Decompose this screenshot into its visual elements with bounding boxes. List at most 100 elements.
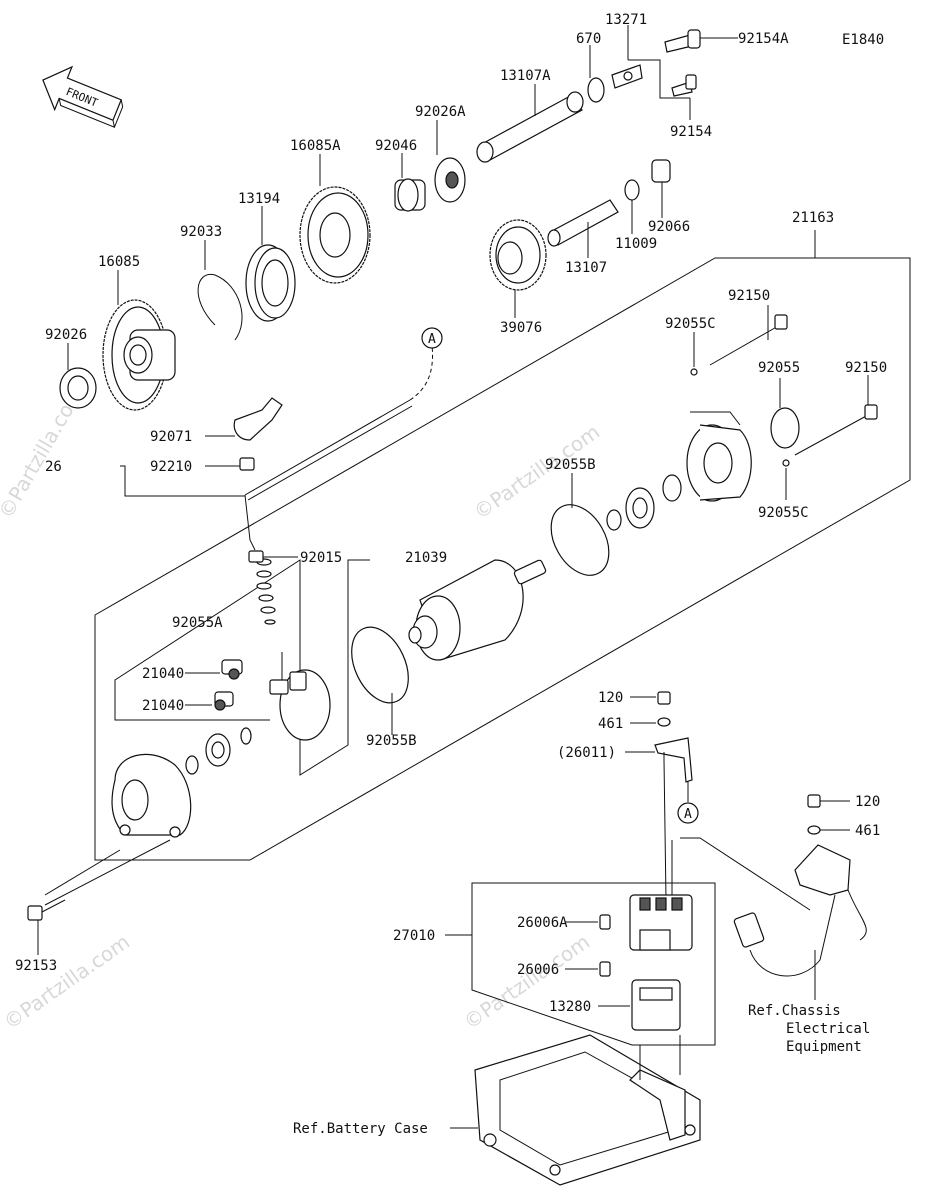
part-92153-bolt	[27, 839, 171, 955]
part-92154A-bolt	[664, 29, 738, 53]
part-16085A-gear	[299, 154, 371, 284]
label-21040-a: 21040	[142, 666, 184, 682]
label-13107: 13107	[565, 260, 607, 276]
label-92153: 92153	[15, 958, 57, 974]
assembly-bracket-26	[120, 465, 245, 497]
part-starter-relay	[629, 894, 693, 951]
part-chassis-connector	[733, 844, 867, 977]
label-92055: 92055	[758, 360, 800, 376]
label-16085A: 16085A	[290, 138, 341, 154]
part-battery-case	[450, 1034, 701, 1186]
part-26006-fuse	[565, 961, 611, 977]
label-39076: 39076	[500, 320, 542, 336]
label-92154: 92154	[670, 124, 712, 140]
label-26-partial: 26	[45, 459, 62, 475]
label-92026A: 92026A	[415, 104, 466, 120]
part-washer-stack	[256, 558, 276, 625]
callout-a-bottom: A	[677, 782, 699, 824]
label-92055B-a: 92055B	[545, 457, 596, 473]
part-120-bolt-b	[807, 794, 850, 808]
part-rear-cover	[111, 753, 192, 838]
label-92150-b: 92150	[845, 360, 887, 376]
label-92015: 92015	[300, 550, 342, 566]
label-461-b: 461	[855, 823, 880, 839]
part-13194-clutch	[245, 206, 296, 322]
part-461-washer-a	[630, 717, 671, 727]
label-92150-a: 92150	[728, 288, 770, 304]
part-front-cover	[686, 411, 752, 502]
label-27010: 27010	[393, 928, 435, 944]
ref-chassis-line1: Ref.Chassis	[748, 1003, 841, 1019]
label-13271: 13271	[605, 12, 647, 28]
assembly-outline-27010	[445, 837, 811, 1046]
label-26006A: 26006A	[517, 915, 568, 931]
part-92150-bolt-2	[794, 375, 878, 456]
label-11009: 11009	[615, 236, 657, 252]
label-13194: 13194	[238, 191, 280, 207]
label-92154A: 92154A	[738, 31, 789, 47]
part-670-oring	[587, 45, 605, 103]
label-92055C-a: 92055C	[665, 316, 716, 332]
label-13280: 13280	[549, 999, 591, 1015]
ref-chassis-line2: Electrical	[786, 1021, 870, 1037]
part-21040-brush-1	[185, 659, 243, 680]
part-13280-holder	[598, 979, 681, 1031]
label-21163: 21163	[792, 210, 834, 226]
label-92055A: 92055A	[172, 615, 223, 631]
part-92033-circlip	[197, 240, 243, 341]
label-26006: 26006	[517, 962, 559, 978]
part-lead-cable	[244, 344, 434, 551]
part-labels: 92154A 13271 670 13107A 92154 92026A 920…	[15, 12, 887, 1015]
label-120-a: 120	[598, 690, 623, 706]
part-92026A-retainer	[434, 120, 466, 203]
part-13107A-shaft	[476, 84, 584, 163]
callout-a-top-label: A	[428, 332, 436, 347]
label-120-b: 120	[855, 794, 880, 810]
part-armature	[408, 559, 547, 661]
part-16085-gear	[102, 270, 176, 411]
part-461-washer-b	[807, 825, 850, 835]
part-cover-bearings	[606, 474, 682, 531]
label-13107A: 13107A	[500, 68, 551, 84]
part-13107-shaft	[547, 199, 619, 258]
part-21040-brush-2	[185, 691, 234, 711]
ref-chassis-line3: Equipment	[786, 1039, 862, 1055]
label-670: 670	[576, 31, 601, 47]
part-rear-washers	[185, 727, 252, 775]
part-92071-cap	[205, 397, 283, 441]
label-26011: (26011)	[557, 745, 616, 761]
part-39076-gear	[489, 219, 547, 318]
watermark-2: ©Partzilla.com	[459, 930, 594, 1035]
label-461-a: 461	[598, 716, 623, 732]
part-120-bolt-a	[630, 691, 671, 705]
part-26011-lead	[625, 737, 693, 901]
part-92046-bearing	[394, 153, 426, 212]
label-21040-b: 21040	[142, 698, 184, 714]
callout-a-bottom-label: A	[684, 807, 692, 822]
label-16085: 16085	[98, 254, 140, 270]
label-92026: 92026	[45, 327, 87, 343]
label-92046: 92046	[375, 138, 417, 154]
part-92055B-oring-upper	[550, 473, 610, 576]
ref-battery-case: Ref.Battery Case	[293, 1121, 428, 1137]
label-92066: 92066	[648, 219, 690, 235]
part-92055-oring	[770, 378, 800, 449]
label-92055C-b: 92055C	[758, 505, 809, 521]
label-92071: 92071	[150, 429, 192, 445]
part-92066-nut	[651, 159, 671, 218]
part-11009-gasket	[624, 179, 640, 234]
callout-a-top: A	[421, 327, 443, 349]
part-26006A-fuse	[565, 914, 611, 930]
front-arrow-icon: FRONT	[42, 65, 124, 129]
part-92055B-oring-lower	[351, 626, 409, 735]
watermark-3: ©Partzilla.com	[0, 930, 134, 1035]
assembly-outline-21039	[114, 559, 370, 776]
label-92055B-b: 92055B	[366, 733, 417, 749]
label-21039: 21039	[405, 550, 447, 566]
part-92150-bolt-1	[709, 305, 788, 366]
label-92210: 92210	[150, 459, 192, 475]
label-92033: 92033	[180, 224, 222, 240]
assembly-outline-21163	[94, 230, 911, 861]
